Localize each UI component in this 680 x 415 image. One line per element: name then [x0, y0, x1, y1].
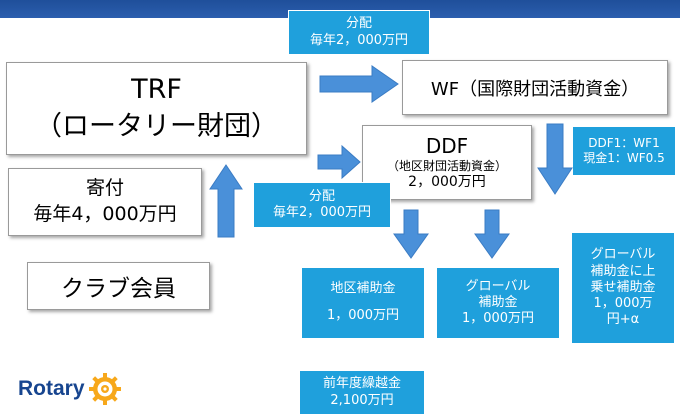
global-grant-box: グローバル 補助金 1，000万円 — [436, 267, 560, 339]
global-topup-line3: 乗せ補助金 — [590, 279, 656, 295]
distribution-label-mid: 分配 毎年2，000万円 — [253, 182, 391, 228]
rotary-logo: Rotary — [18, 372, 122, 406]
rotary-wheel-icon — [88, 373, 121, 405]
district-grant-amount: 1，000万円 — [326, 308, 400, 324]
trf-title: TRF — [131, 74, 182, 106]
global-topup-box: グローバル 補助金に上 乗せ補助金 1，000万 円+α — [571, 232, 675, 344]
arrow-down-to-district-grant — [393, 209, 429, 259]
global-grant-line2: 補助金 — [478, 294, 518, 310]
district-grant-title: 地区補助金 — [330, 281, 396, 297]
header-bar — [0, 0, 680, 18]
global-grant-line1: グローバル — [465, 278, 531, 294]
trf-box: TRF （ロータリー財団） — [6, 62, 307, 155]
club-members-box: クラブ会員 — [27, 262, 210, 310]
rotary-logo-text: Rotary — [18, 377, 85, 400]
ddf-ratio-line2: 現金1：WF0.5 — [583, 151, 665, 165]
district-grant-box: 地区補助金 1，000万円 — [301, 267, 425, 339]
distribution-label-top: 分配 毎年2，000万円 — [288, 10, 430, 55]
distribution-mid-line2: 毎年2，000万円 — [272, 205, 372, 220]
global-topup-line2: 補助金に上 — [590, 263, 656, 279]
distribution-mid-line1: 分配 — [308, 188, 335, 204]
carryover-title: 前年度繰越金 — [322, 376, 401, 392]
distribution-top-line1: 分配 — [345, 16, 372, 32]
ddf-amount: 2，000万円 — [408, 173, 486, 190]
ddf-title: DDF — [425, 133, 469, 158]
trf-subtitle: （ロータリー財団） — [35, 110, 278, 142]
distribution-top-line2: 毎年2，000万円 — [309, 32, 409, 48]
global-topup-line1: グローバル — [590, 247, 656, 263]
arrow-up-donation-to-trf — [209, 164, 243, 238]
global-topup-line4: 1，000万 — [593, 296, 653, 312]
wf-label: WF（国際財団活動資金） — [430, 78, 640, 100]
donation-amount: 毎年4，000万円 — [33, 203, 177, 225]
global-topup-line5: 円+α — [606, 312, 640, 328]
ddf-subtitle: （地区財団活動資金） — [386, 158, 507, 173]
club-members-label: クラブ会員 — [61, 276, 176, 302]
global-grant-amount: 1，000万円 — [461, 311, 535, 327]
carryover-box: 前年度繰越金 2,100万円 — [299, 370, 425, 415]
ddf-ratio-label: DDF1：WF1 現金1：WF0.5 — [572, 126, 676, 176]
arrow-right-trf-to-wf — [319, 65, 399, 103]
arrow-right-to-ddf — [317, 144, 361, 180]
arrow-down-wf-to-ddf — [537, 123, 573, 195]
arrow-down-to-global-grant — [474, 209, 510, 259]
donation-box: 寄付 毎年4，000万円 — [8, 168, 202, 236]
wf-box: WF（国際財団活動資金） — [402, 60, 668, 115]
carryover-amount: 2,100万円 — [330, 392, 394, 408]
donation-title: 寄付 — [85, 177, 124, 200]
ddf-ratio-line1: DDF1：WF1 — [588, 136, 660, 150]
